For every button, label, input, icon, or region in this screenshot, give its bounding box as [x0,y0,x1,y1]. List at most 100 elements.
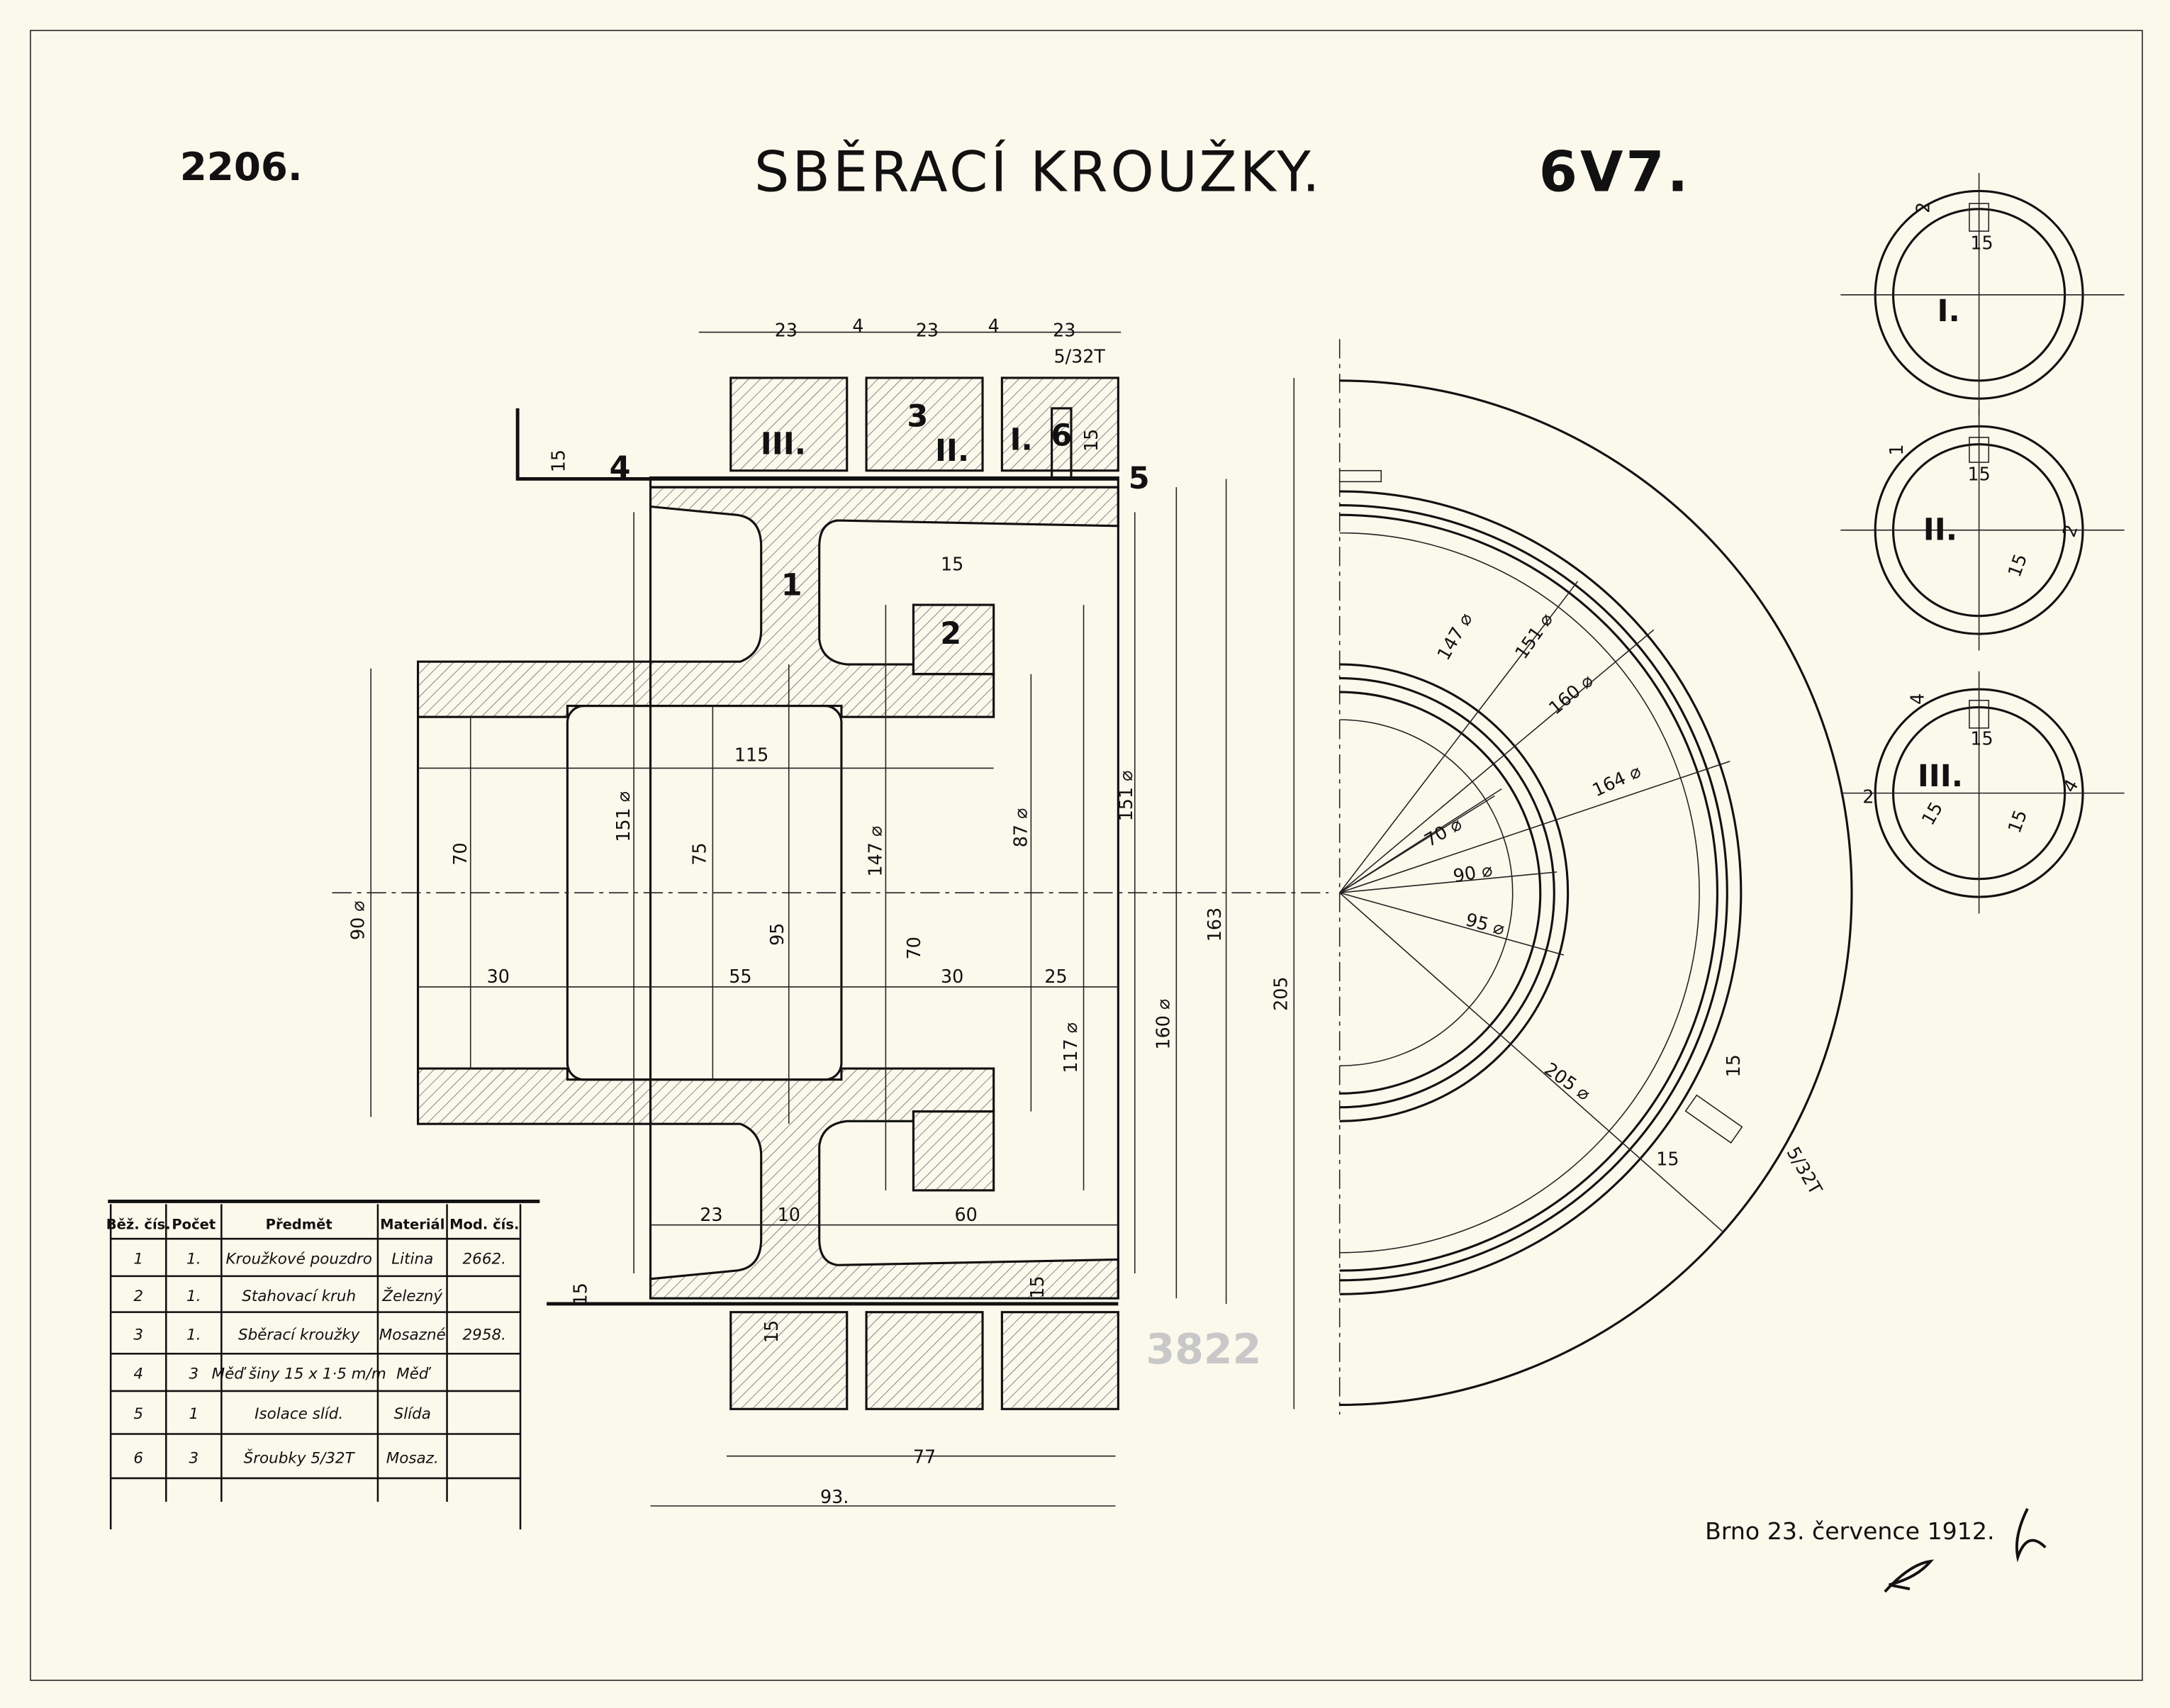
dimension-label: 23 [775,319,798,340]
dimension-label: 93. [820,1486,849,1507]
ring-lower-2 [865,1311,984,1410]
table-header: Mod. čís. [449,1217,519,1233]
ring-III-section [729,376,849,472]
dimension-label: 60 [954,1204,977,1225]
ring-I-section [1000,376,1119,472]
dimension-label: 87 ⌀ [1010,808,1031,848]
table-cell: Kroužkové pouzdro [225,1250,371,1268]
table-cell: Měď [396,1365,432,1383]
part-label: II. [935,433,969,469]
dimension-label: 160 ⌀ [1153,999,1174,1050]
table-cell: 1 [189,1405,198,1423]
dimension-label: 2 [1862,786,1874,807]
dimension-label: 115 [734,744,768,766]
archive-stamp: 3822 [1146,1325,1261,1373]
ring-II-section [865,376,984,472]
dimension-label: 2 [1912,202,1933,213]
table-cell: 2958. [463,1327,506,1344]
table-cell: Slída [394,1405,431,1423]
ring-lower-1 [729,1311,849,1410]
dimension-label: 205 [1270,976,1292,1010]
dimension-label: 70 [449,842,471,865]
table-cell: Mosazné [379,1327,446,1344]
drawing-title: SBĚRACÍ KROUŽKY. [754,139,1323,204]
dimension-label: 163 [1204,908,1225,942]
part-label: 4 [610,450,631,486]
table-cell: Měď šiny 15 x 1·5 m/m [212,1365,386,1383]
drawing-number: 2206. [180,144,303,189]
dimension-label: 15 [1967,463,1990,484]
dimension-label: 15 [1656,1149,1679,1170]
table-cell: 5 [133,1405,143,1423]
dimension-label: 15 [941,553,963,574]
dimension-label: 2 [2058,522,2082,540]
dimension-label: 15 [1027,1276,1048,1298]
dimension-label: 164 ⌀ [1589,760,1644,801]
dimension-label: 1 [1886,444,1907,455]
table-cell: Litina [391,1250,433,1268]
table-cell: Isolace slíd. [255,1405,343,1423]
dimension-label: 5/32T [1783,1143,1827,1198]
copper-bar-4 [515,408,1119,481]
dimension-label: 75 [689,842,710,865]
table-header: Běž. čís. [106,1217,171,1233]
detail-view-label: II. [1923,512,1957,547]
dimension-lines [370,331,1295,1507]
end-view [1338,339,1853,1415]
table-cell: 3 [189,1449,198,1467]
part-label: 6 [1051,418,1072,454]
dimension-label: 15 [1080,429,1102,452]
dimension-label: 15 [570,1283,591,1305]
dimension-label: 117 ⌀ [1060,1022,1081,1073]
dimension-label: 147 ⌀ [865,826,886,877]
table-cell: Sběrací kroužky [238,1327,360,1344]
dimension-label: 15 [1970,727,1993,749]
part-label: 3 [907,398,928,434]
dimension-label: 4 [1907,693,1928,705]
section-view [332,331,1329,1507]
tension-ring-2-lower [912,1110,995,1192]
table-cell: Mosaz. [386,1449,439,1467]
sheet-border [30,30,2143,1681]
table-cell: Šroubky 5/32T [244,1449,356,1467]
dimension-label: 205 ⌀ [1540,1058,1594,1105]
dimension-label: 15 [1723,1054,1744,1077]
dimension-label: 147 ⌀ [1433,609,1477,664]
dimension-label: 15 [547,450,569,472]
dimension-label: 23 [1053,319,1075,340]
dimension-label: 151 ⌀ [613,791,634,842]
part-label: 1 [781,567,802,603]
dimension-label: 90 ⌀ [347,900,368,940]
dimension-label: 5/32T [1053,345,1105,367]
table-cell: 2 [133,1288,143,1305]
dimension-label: 55 [729,966,751,987]
dimension-label: 95 [766,923,788,946]
dimension-label: 151 ⌀ [1115,771,1136,822]
drawing-code: 6V7. [1539,140,1691,204]
dimension-label: 95 ⌀ [1463,908,1506,939]
table-cell: 6 [133,1449,143,1467]
hub-body-lower [416,1067,1119,1300]
table-header: Předmět [266,1217,332,1233]
ring-lower-3 [1000,1311,1119,1410]
detail-view-label: I. [1937,294,1960,329]
dimension-label: 15 [2003,807,2031,836]
dimension-label: 15 [761,1320,782,1343]
place-date: Brno 23. července 1912. [1705,1517,1994,1545]
dimension-label: 4 [852,316,863,337]
part-label: III. [761,426,806,462]
dimension-label: 15 [1970,232,1993,253]
dimension-label: 4 [988,316,1000,337]
table-cell: 1. [186,1288,201,1305]
dimension-label: 70 [903,937,924,959]
dimension-label: 15 [2003,551,2031,580]
table-cell: 4 [133,1365,143,1383]
table-cell: 1 [133,1250,143,1268]
tension-ring-2-upper [912,603,995,676]
part-label: 2 [940,616,961,652]
dimension-label: 30 [487,966,510,987]
table-cell: 3 [189,1365,198,1383]
